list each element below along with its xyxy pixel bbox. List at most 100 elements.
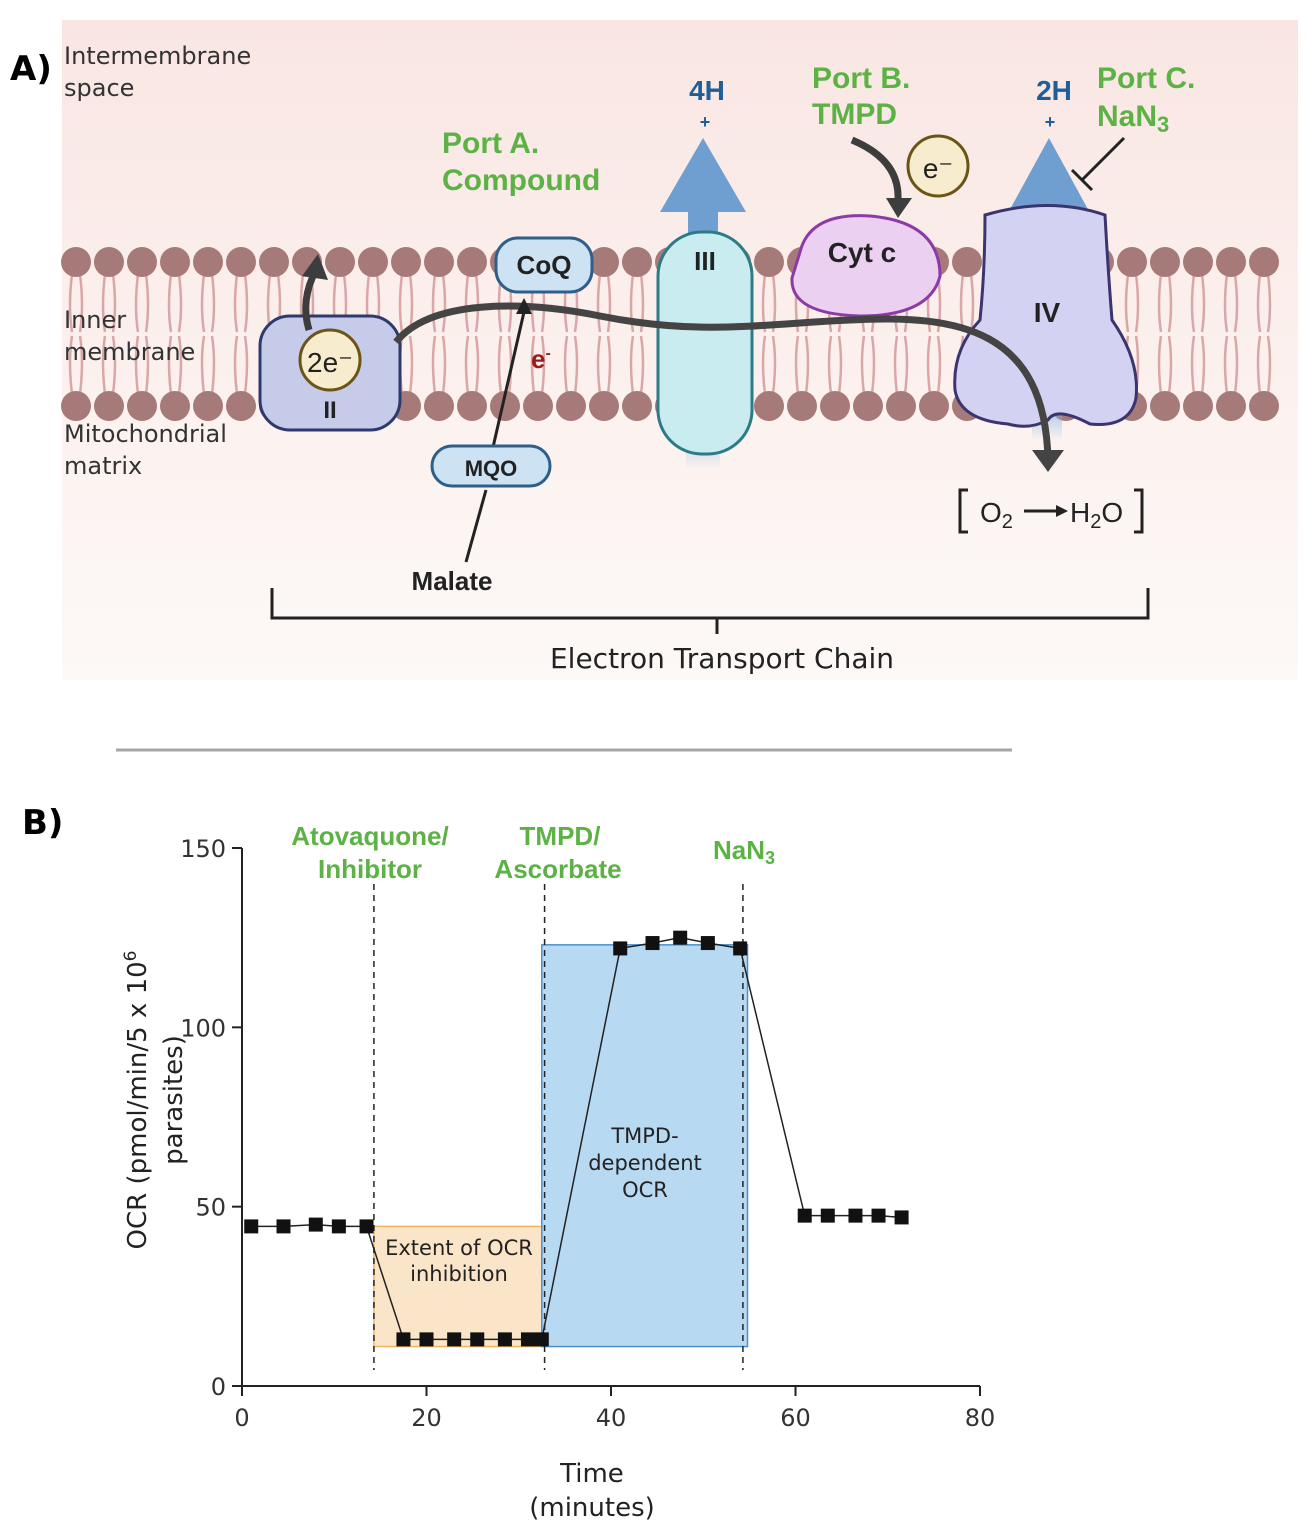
lipid-head xyxy=(127,391,157,421)
complex-iii xyxy=(656,230,754,456)
inner-membrane-label-line2: membrane xyxy=(64,338,195,366)
tmpd-dependent-region xyxy=(541,944,749,1348)
lipid-head xyxy=(193,391,223,421)
two-h-sup: + xyxy=(1045,112,1056,132)
lipid-head xyxy=(820,391,850,421)
panel-a-label: A) xyxy=(10,49,52,89)
ocr-data-point xyxy=(534,1332,549,1347)
lipid-head xyxy=(1249,391,1279,421)
tmpd-box-label-line2: dependent xyxy=(588,1151,702,1175)
complex-iv xyxy=(953,204,1138,428)
matrix-label-line1: Mitochondrial xyxy=(64,420,227,448)
cyt-c xyxy=(790,214,942,318)
lipid-head xyxy=(424,247,454,277)
lipid-head xyxy=(226,391,256,421)
lipid-head xyxy=(1249,247,1279,277)
port-c-line1: Port C. xyxy=(1097,62,1195,95)
complex-iv-proton-arrow xyxy=(1008,138,1090,213)
etc-label: Electron Transport Chain xyxy=(550,642,894,675)
electron-path xyxy=(393,302,1052,461)
mqo-label: MQO xyxy=(465,456,518,481)
port-a-line1: Port A. xyxy=(442,127,539,160)
lipid-head xyxy=(1183,391,1213,421)
two-h-label: 2H xyxy=(1036,75,1072,106)
ocr-data-point xyxy=(396,1332,411,1347)
lipid-head xyxy=(457,391,487,421)
lipid-head xyxy=(622,391,652,421)
x-tick-label: 60 xyxy=(780,1404,811,1432)
ocr-data-point xyxy=(700,936,715,951)
ocr-data-point xyxy=(613,941,628,956)
complex-iii-proton-arrow xyxy=(660,138,746,212)
y-axis-title: OCR (pmol/min/5 x 106 parasites) xyxy=(121,951,189,1250)
complex-iv-label: IV xyxy=(1034,297,1061,328)
lipid-head xyxy=(457,247,487,277)
mqo-to-coq-arrowhead xyxy=(516,298,532,314)
mqo-to-coq-arrow xyxy=(489,311,526,457)
complex-iii-label: III xyxy=(694,246,716,276)
lipid-head xyxy=(94,391,124,421)
port-b-arrowhead xyxy=(886,198,912,218)
y-axis-title-line2: parasites) xyxy=(159,1035,189,1165)
lipid-head xyxy=(160,391,190,421)
inhibition-label-line2: inhibition xyxy=(410,1262,508,1286)
port-b-arrow xyxy=(850,136,902,201)
panel-b-label: B) xyxy=(22,803,63,843)
port-b-line2: TMPD xyxy=(812,98,897,131)
ocr-data-point xyxy=(797,1208,812,1223)
y-axis-title-line1: OCR (pmol/min/5 x 106 xyxy=(121,951,153,1250)
lipid-head xyxy=(61,247,91,277)
lipid-head xyxy=(754,391,784,421)
lipid-head xyxy=(358,247,388,277)
atovaquone-label-line2: Inhibitor xyxy=(318,854,422,884)
lipid-head xyxy=(1216,391,1246,421)
y-tick-label: 150 xyxy=(180,835,226,863)
port-a-line2: Compound xyxy=(442,164,600,197)
tmpd-label-line1: TMPD/ xyxy=(520,821,601,851)
x-axis-title-line2: (minutes) xyxy=(529,1493,655,1523)
lipid-head xyxy=(622,247,652,277)
x-tick-label: 40 xyxy=(596,1404,627,1432)
lipid-head xyxy=(61,391,91,421)
oxygen-reaction: O2 H2O xyxy=(958,488,1144,534)
coq xyxy=(494,236,594,294)
inhibition-label-line1: Extent of OCR xyxy=(385,1236,533,1260)
nan3-label: NaN3 xyxy=(713,835,775,868)
inhibition-region xyxy=(373,1225,543,1348)
tmpd-box-label-line3: OCR xyxy=(622,1178,668,1202)
lipid-head xyxy=(490,391,520,421)
ocr-data-point xyxy=(331,1219,346,1234)
lipid-head xyxy=(556,391,586,421)
lipid-head xyxy=(952,247,982,277)
cyt-c-label: Cyt c xyxy=(828,237,896,268)
chart-overlay-text: Extent of OCR inhibition TMPD- dependent… xyxy=(385,1124,702,1286)
x-tick-label: 20 xyxy=(411,1404,442,1432)
ocr-data-point xyxy=(276,1219,291,1234)
malate-label: Malate xyxy=(412,566,493,596)
electron-path-arrowhead xyxy=(1032,450,1064,472)
two-electron-icon xyxy=(298,328,362,392)
lipid-head xyxy=(193,247,223,277)
lipid-head xyxy=(94,247,124,277)
lipid-head xyxy=(754,247,784,277)
x-axis-title-line1: Time xyxy=(559,1459,624,1489)
y-tick-label: 0 xyxy=(211,1373,226,1401)
port-b-electron-icon xyxy=(906,134,970,198)
ocr-data-point xyxy=(733,941,748,956)
lipid-head xyxy=(325,247,355,277)
lipid-head xyxy=(523,391,553,421)
ocr-data-point xyxy=(359,1219,374,1234)
ocr-data-point xyxy=(447,1332,462,1347)
port-c-inhibition-bar xyxy=(1070,168,1094,192)
ocr-data-point xyxy=(244,1219,259,1234)
four-h-label: 4H xyxy=(689,75,725,106)
ocr-data-point xyxy=(645,936,660,951)
intermembrane-label-line1: Intermembrane xyxy=(64,42,251,70)
atovaquone-label-line1: Atovaquone/ xyxy=(291,821,448,851)
ocr-data-point xyxy=(419,1332,434,1347)
tmpd-box-label-line1: TMPD- xyxy=(610,1124,678,1148)
malate-line xyxy=(464,489,488,563)
lipid-head xyxy=(853,391,883,421)
lipid-head xyxy=(787,391,817,421)
